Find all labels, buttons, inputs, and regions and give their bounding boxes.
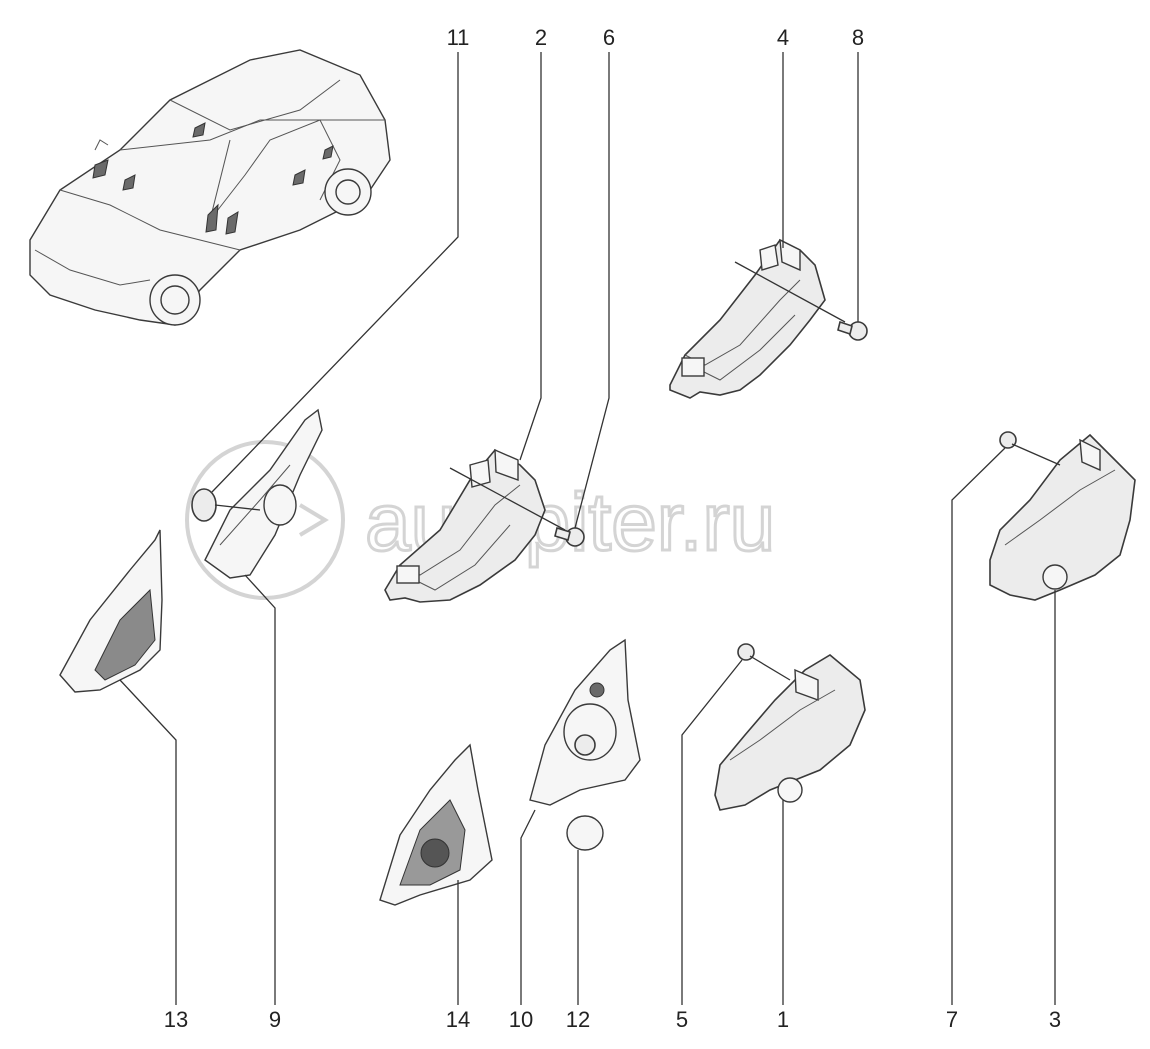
callout-6: 6 bbox=[603, 25, 615, 50]
part-11-clip bbox=[191, 488, 261, 522]
part-3-bracket bbox=[989, 433, 1136, 601]
part-10-cover bbox=[529, 638, 641, 806]
callout-7: 7 bbox=[946, 1007, 958, 1032]
callout-10: 10 bbox=[509, 1007, 533, 1032]
callout-5: 5 bbox=[676, 1007, 688, 1032]
part-6-screw bbox=[449, 467, 585, 547]
leader-lines bbox=[119, 52, 1056, 1005]
callout-9: 9 bbox=[269, 1007, 281, 1032]
callout-4: 4 bbox=[777, 25, 789, 50]
part-9-trim-panel bbox=[204, 408, 323, 579]
part-1-bracket bbox=[714, 654, 866, 811]
callout-13: 13 bbox=[164, 1007, 188, 1032]
callout-1: 1 bbox=[777, 1007, 789, 1032]
callout-11: 11 bbox=[447, 25, 470, 50]
callout-8: 8 bbox=[852, 25, 864, 50]
part-12-plug bbox=[566, 815, 604, 851]
car-illustration bbox=[29, 49, 391, 326]
callout-3: 3 bbox=[1049, 1007, 1061, 1032]
callout-12: 12 bbox=[566, 1007, 590, 1032]
part-5-screw bbox=[737, 643, 791, 681]
callout-labels: 11 2 6 4 8 13 9 14 10 12 5 1 7 3 bbox=[164, 25, 1061, 1032]
callout-14: 14 bbox=[446, 1007, 470, 1032]
part-4-bracket bbox=[669, 238, 826, 399]
part-7-screw bbox=[999, 431, 1061, 466]
part-14-speaker-trim bbox=[379, 743, 493, 906]
callout-2: 2 bbox=[535, 25, 547, 50]
part-8-screw bbox=[734, 261, 868, 341]
part-2-bracket bbox=[384, 448, 546, 603]
part-13-grille-trim bbox=[59, 529, 163, 693]
